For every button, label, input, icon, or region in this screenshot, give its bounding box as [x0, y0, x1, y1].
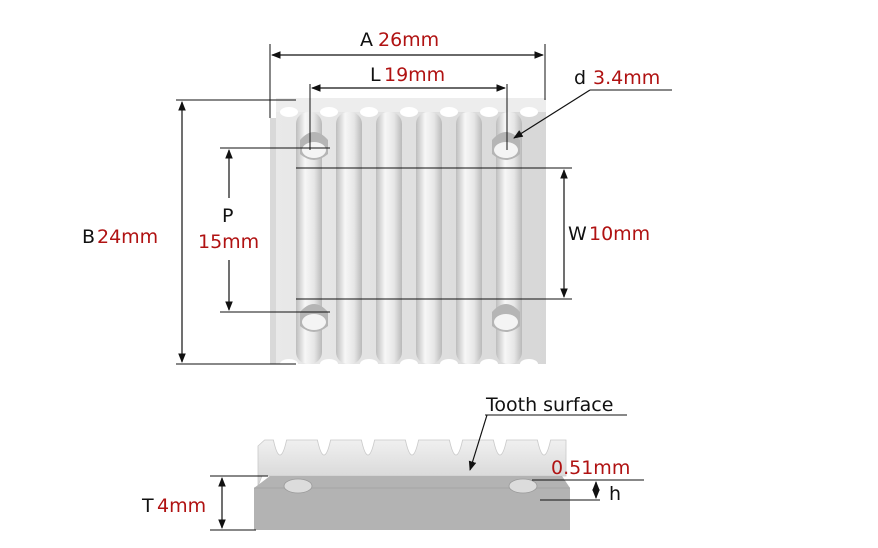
edge-scallop	[520, 359, 538, 369]
dimension-w: W 10mm	[296, 167, 650, 300]
edge-scallop	[440, 359, 458, 369]
dimension-d-letter: d	[574, 67, 586, 89]
edge-scallop	[320, 359, 338, 369]
edge-scallop	[480, 107, 498, 117]
dimension-b-letter: B	[82, 226, 95, 248]
dimension-b-value: 24mm	[97, 226, 158, 248]
dimension-h-letter: h	[609, 483, 621, 505]
dimension-t-value: 4mm	[157, 495, 206, 517]
dimension-b: B 24mm	[82, 99, 296, 365]
dimension-a-value: 26mm	[378, 29, 439, 51]
edge-scallop	[400, 107, 418, 117]
tooth-groove	[296, 112, 322, 364]
mount-hole-top-right	[492, 132, 520, 160]
tooth-surface-callout: Tooth surface	[468, 394, 627, 471]
tooth-groove	[336, 112, 362, 364]
dimension-l-value: 19mm	[384, 64, 445, 86]
tooth-groove	[376, 112, 402, 364]
dimension-w-value: 10mm	[589, 223, 650, 245]
dimension-t: T 4mm	[141, 475, 268, 531]
dimension-p-value: 15mm	[198, 231, 259, 253]
mount-hole-bottom-right	[492, 304, 520, 332]
dimension-l-letter: L	[370, 64, 381, 86]
edge-scallop	[480, 359, 498, 369]
dimension-d: d 3.4mm	[513, 67, 672, 139]
dimension-h-value: 0.51mm	[551, 457, 630, 479]
dimension-h: 0.51mm h	[532, 457, 644, 505]
edge-scallop	[280, 107, 298, 117]
edge-scallop	[360, 359, 378, 369]
tooth-groove	[456, 112, 482, 364]
tooth-grooves	[280, 107, 538, 369]
dimension-a-letter: A	[360, 29, 373, 51]
dimension-p: P 15mm	[198, 147, 330, 313]
tooth-groove	[416, 112, 442, 364]
top-view-plate	[270, 98, 546, 369]
dimension-p-letter: P	[222, 205, 233, 227]
mount-hole-top-left	[300, 132, 328, 160]
edge-scallop	[520, 107, 538, 117]
edge-scallop	[400, 359, 418, 369]
edge-scallop	[320, 107, 338, 117]
dimension-l: L 19mm	[309, 64, 508, 150]
tooth-surface-label: Tooth surface	[485, 394, 613, 416]
mount-hole-bottom-left	[300, 304, 328, 332]
edge-scallop	[440, 107, 458, 117]
tooth-groove	[496, 112, 522, 364]
dimension-t-letter: T	[141, 495, 154, 517]
dimension-d-value: 3.4mm	[593, 67, 660, 89]
dimension-w-letter: W	[568, 223, 587, 245]
dimension-a: A 26mm	[269, 29, 546, 118]
edge-scallop	[360, 107, 378, 117]
side-view-profile	[254, 439, 570, 530]
